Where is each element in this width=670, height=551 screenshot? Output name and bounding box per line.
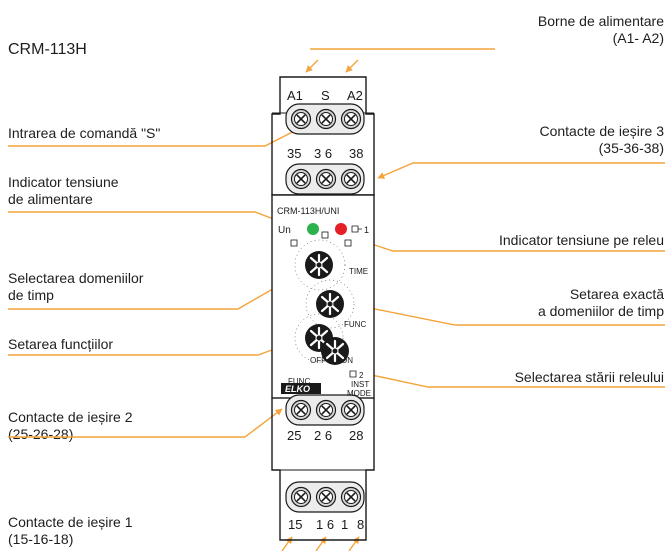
terminal-28: 28 (349, 428, 363, 443)
label-power-terminals-line2: (A1- A2) (612, 30, 664, 46)
terminal-15: 15 (288, 517, 302, 532)
terminal-18: 8 (357, 517, 364, 532)
device-label: CRM-113H/UNI (277, 206, 339, 216)
arrow-a1 (305, 59, 319, 73)
mode-dial: FUNC 2 INST MODE (288, 335, 371, 398)
relay2-coil-icon (349, 370, 357, 378)
terminal-38: 38 (349, 146, 363, 161)
terminal-block-bottom (285, 481, 365, 513)
relay-indicator-number: 1 (364, 225, 369, 235)
leader-time-range (8, 270, 305, 310)
label-output1: Contacte de ieșire 1 (15-16-18) (8, 514, 133, 548)
terminal-block-second (285, 163, 365, 195)
mode-knob (319, 335, 351, 367)
func-mode-label: FUNC (288, 377, 310, 386)
terminal-16: 1 6 (316, 517, 334, 532)
function-dial: OFF ON (294, 313, 353, 365)
terminal-block-lower (285, 394, 365, 426)
terminal-a1: A1 (287, 88, 303, 103)
arrow-out1-a (281, 536, 293, 551)
func-label: FUNC (344, 320, 366, 329)
terminal-25: 25 (287, 428, 301, 443)
fine-time-knob (314, 288, 346, 320)
label-output3-line2: (35-36-38) (598, 140, 664, 156)
label-control-input: Intrarea de comandă "S" (8, 125, 161, 141)
relay-coil-icon (351, 225, 362, 233)
brand-text: ELKO (285, 384, 310, 394)
terminal-35: 35 (287, 146, 301, 161)
terminal-26: 2 6 (314, 428, 332, 443)
terminal-36: 3 6 (314, 146, 332, 161)
leader-functions (8, 337, 303, 356)
model-title: CRM-113H (8, 41, 87, 58)
un-label: Un (278, 225, 291, 236)
label-power-terminals: Borne de alimentare (A1- A2) (538, 13, 664, 47)
label-output3: Contacte de ieșire 3 (35-36-38) (539, 123, 664, 157)
label-output3-line1: Contacte de ieșire 3 (539, 123, 664, 139)
brand-logo: ELKO (281, 383, 321, 394)
arrow-out1-c (348, 536, 360, 551)
label-time-range-line1: Selectarea domeniilor (8, 270, 144, 286)
label-output1-line2: (15-16-18) (8, 531, 74, 547)
label-fine-set-line1: Setarea exactă (569, 286, 664, 302)
time-range-knob (303, 249, 335, 281)
arrow-out1-b (315, 536, 327, 551)
terminal-block-top (285, 103, 365, 135)
time-label: TIME (349, 267, 368, 276)
arrow-a2 (345, 59, 359, 73)
terminal-s: S (321, 88, 330, 103)
label-output2-line1: Contacte de ieșire 2 (8, 409, 133, 425)
leader-relay-indicator (352, 236, 665, 252)
label-fine-set-line2: a domeniilor de timp (537, 303, 664, 319)
relay2-number: 2 (359, 371, 364, 380)
label-output2: Contacte de ieșire 2 (25-26-28) (8, 409, 133, 443)
label-supply-indicator-line2: de alimentare (8, 191, 93, 207)
label-power-terminals-line1: Borne de alimentare (537, 13, 664, 29)
leader-fine-set (344, 300, 665, 326)
off-label: OFF (310, 356, 326, 365)
label-fine-set: Setarea exactă a domeniilor de timp (538, 286, 664, 320)
label-relay-mode: Selectarea stării releului (514, 369, 664, 385)
leader-output2 (8, 408, 283, 438)
led-symbol (321, 231, 329, 239)
terminal-1: 1 (341, 517, 348, 532)
label-supply-indicator: Indicator tensiune de alimentare (8, 174, 119, 208)
leader-output3 (377, 162, 665, 179)
mode-label: MODE (347, 389, 371, 398)
label-output2-line2: (25-26-28) (8, 426, 74, 442)
label-relay-indicator: Indicator tensiune pe releu (499, 232, 664, 248)
label-time-range-line2: de timp (8, 287, 54, 303)
on-label: ON (341, 356, 353, 365)
leader-supply-indicator (8, 211, 306, 233)
inst-label: INST (351, 380, 369, 389)
terminal-a2: A2 (347, 88, 363, 103)
leader-relay-mode (347, 367, 665, 388)
label-output1-line1: Contacte de ieșire 1 (8, 514, 133, 530)
time-range-dial: TIME (290, 239, 368, 291)
time-square-right (344, 239, 352, 247)
green-led (307, 223, 319, 235)
fine-time-dial: FUNC (305, 279, 366, 329)
label-supply-indicator-line1: Indicator tensiune (8, 174, 119, 190)
time-square-left (290, 239, 298, 247)
red-led (335, 223, 347, 235)
label-functions: Setarea funcțiilor (8, 336, 114, 352)
label-time-range: Selectarea domeniilor de timp (8, 270, 143, 304)
